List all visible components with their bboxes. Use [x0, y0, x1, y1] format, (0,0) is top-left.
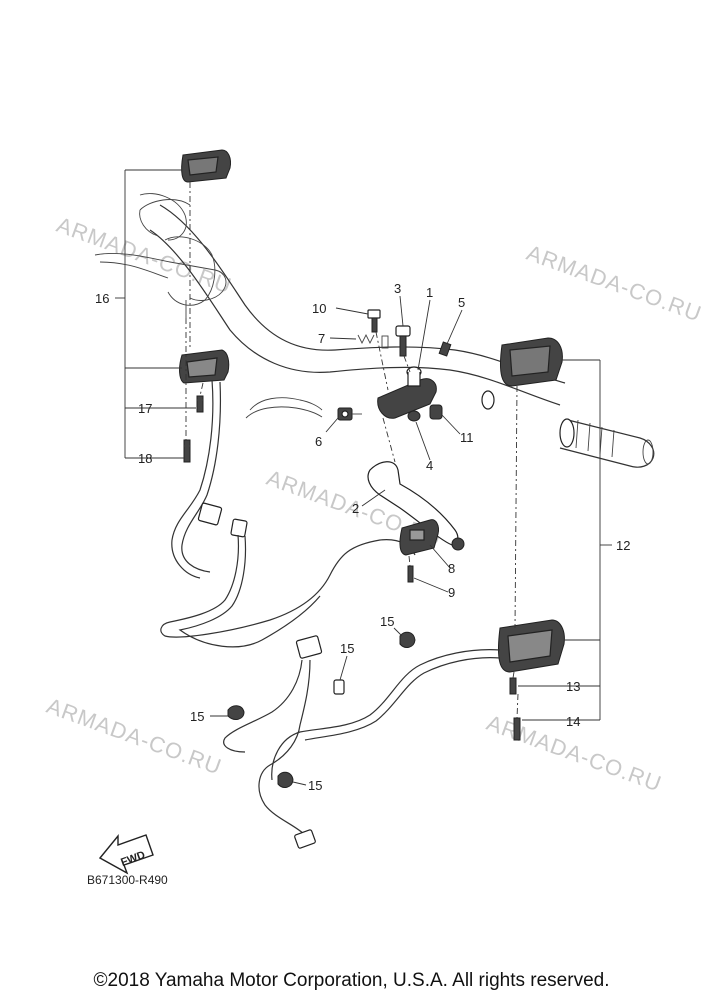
- screw-18: [183, 439, 191, 463]
- callout-8: 8: [448, 561, 455, 576]
- switch-8: [399, 519, 439, 556]
- callout-9: 9: [448, 585, 455, 600]
- bolt-3: [395, 325, 411, 357]
- callout-10: 10: [312, 301, 326, 316]
- adjuster-6: [337, 407, 362, 421]
- forward-direction-arrow: FWD: [98, 834, 154, 875]
- callout-16: 16: [95, 291, 109, 306]
- leader-lines: [115, 169, 612, 786]
- callout-5: 5: [458, 295, 465, 310]
- collar-4: [407, 410, 421, 422]
- callout-15-c: 15: [190, 709, 204, 724]
- callout-15-d: 15: [308, 778, 322, 793]
- callout-15-b: 15: [340, 641, 354, 656]
- callout-3: 3: [394, 281, 401, 296]
- bolt-5: [438, 341, 452, 357]
- diagram-reference-code: B671300-R490: [87, 873, 168, 887]
- right-switch-harness: [223, 631, 501, 849]
- screw-9: [407, 565, 414, 583]
- callout-7: 7: [318, 331, 325, 346]
- left-switch-harness: [160, 379, 416, 648]
- right-grip: [559, 418, 655, 468]
- handlebar-tube: [139, 199, 566, 410]
- callout-4: 4: [426, 458, 433, 473]
- screw-14: [513, 717, 521, 741]
- callout-18: 18: [138, 451, 152, 466]
- screw-17: [196, 395, 204, 413]
- lever-holder-1: [377, 366, 437, 419]
- copyright-notice: ©2018 Yamaha Motor Corporation, U.S.A. A…: [93, 970, 610, 991]
- left-grip-assembly: [94, 193, 227, 318]
- callout-15-a: 15: [380, 614, 394, 629]
- callout-2: 2: [352, 501, 359, 516]
- left-switch-upper-housing: [181, 149, 231, 183]
- right-switch-lower-housing: [497, 619, 565, 673]
- screw-10: [367, 309, 381, 333]
- callout-17: 17: [138, 401, 152, 416]
- clutch-cable: [245, 397, 323, 419]
- cap-11: [429, 404, 443, 420]
- alignment-lines: [185, 182, 519, 719]
- callout-14: 14: [566, 714, 580, 729]
- callout-12: 12: [616, 538, 630, 553]
- callout-6: 6: [315, 434, 322, 449]
- spring-7: [357, 333, 389, 349]
- callout-1: 1: [426, 285, 433, 300]
- callout-13: 13: [566, 679, 580, 694]
- callout-11: 11: [460, 430, 474, 445]
- left-switch-lower-housing: [179, 349, 230, 384]
- right-switch-upper-housing: [499, 337, 563, 387]
- screw-13: [509, 677, 517, 695]
